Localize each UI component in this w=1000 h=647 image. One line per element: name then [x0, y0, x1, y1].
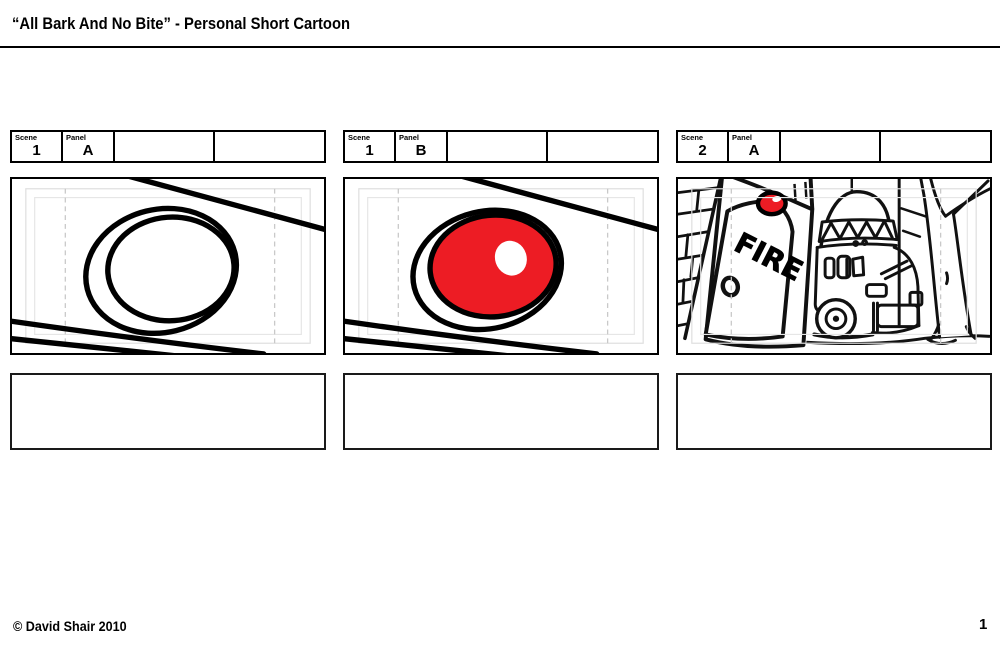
panel-label: Panel: [732, 133, 753, 142]
door-handle: [720, 275, 741, 298]
panel-notes-box: [343, 373, 659, 450]
panel-value: A: [748, 142, 760, 159]
panel-cell: Panel A: [63, 132, 115, 161]
red-alarm-lamp: [755, 190, 788, 217]
tree: [919, 179, 990, 345]
scene-value: 2: [698, 142, 707, 159]
panel-meta-table: Scene 1 Panel A: [10, 130, 326, 163]
truck-wheel: [814, 298, 857, 340]
sketch-circle-outline: [12, 179, 324, 353]
blank-cell: [215, 132, 324, 161]
scene-value: 1: [32, 142, 41, 159]
panel-cell: Panel B: [396, 132, 448, 161]
scene-label: Scene: [681, 133, 704, 142]
sketch-circle-red-filled: [345, 179, 657, 353]
blank-cell: [448, 132, 548, 161]
scene-value: 1: [365, 142, 374, 159]
blank-cell: [115, 132, 215, 161]
panel-frame-drawing: [343, 177, 659, 355]
panel-frame-drawing: [10, 177, 326, 355]
blank-cell: [548, 132, 657, 161]
panel-frame-drawing: FIRE: [676, 177, 992, 355]
title-divider: [0, 46, 1000, 48]
panel-notes-box: [676, 373, 992, 450]
panel-meta-table: Scene 1 Panel B: [343, 130, 659, 163]
panel-cell: Panel A: [729, 132, 781, 161]
page-title: “All Bark And No Bite” - Personal Short …: [12, 14, 351, 33]
panel-value: B: [415, 142, 427, 159]
fire-station-scene: FIRE: [678, 179, 990, 349]
scene-cell: Scene 1: [12, 132, 63, 161]
safe-area-guides: [691, 188, 977, 344]
panel-meta-table: Scene 2 Panel A: [676, 130, 992, 163]
blank-cell: [881, 132, 990, 161]
copyright-text: © David Shair 2010: [13, 618, 127, 634]
panel-label: Panel: [66, 133, 87, 142]
panel-label: Panel: [399, 133, 420, 142]
scene-cell: Scene 2: [678, 132, 729, 161]
blank-cell: [781, 132, 881, 161]
highlight-spot: [494, 240, 527, 276]
scene-cell: Scene 1: [345, 132, 396, 161]
page-number: 1: [979, 616, 988, 633]
scene-label: Scene: [15, 133, 38, 142]
panel-value: A: [82, 142, 94, 159]
scene-label: Scene: [348, 133, 371, 142]
panel-notes-box: [10, 373, 326, 450]
brick-wall: [678, 179, 723, 341]
